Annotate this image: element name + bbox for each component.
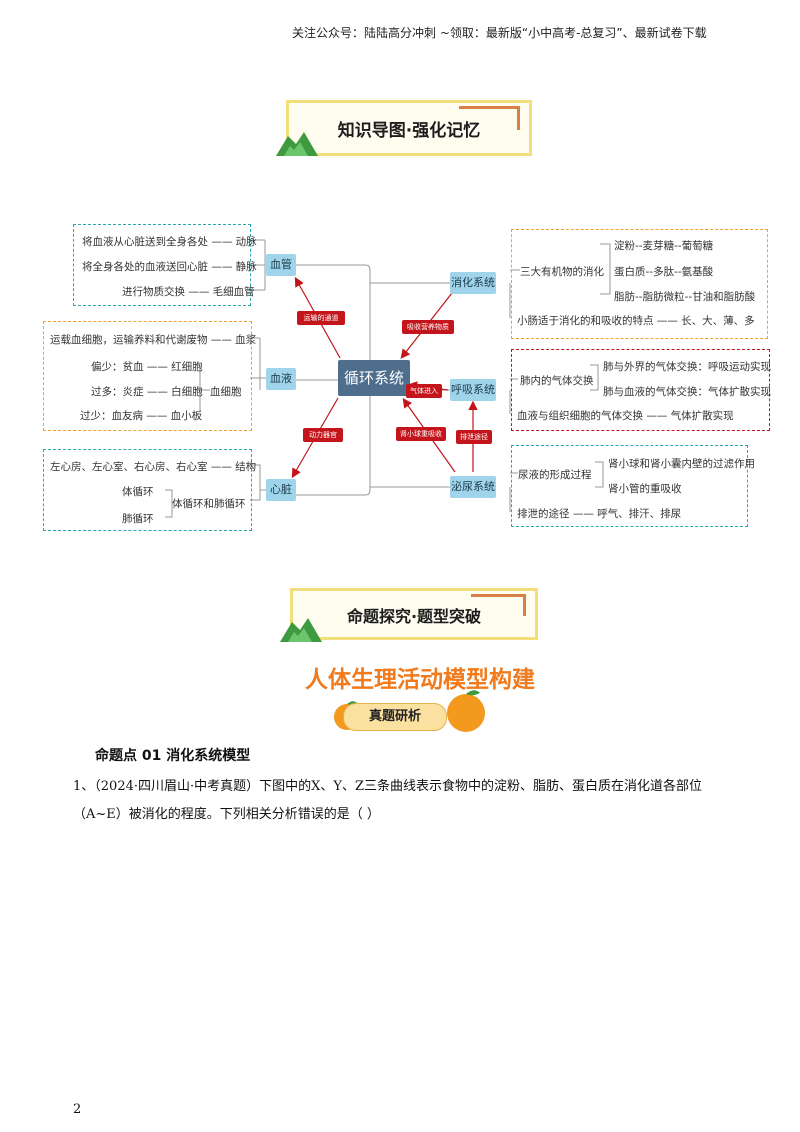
orange-icon [447, 690, 485, 732]
label-excrete-way: 排泄途径 [456, 430, 492, 444]
blood-line-3: 过多：炎症 —— 白细胞 [91, 386, 203, 398]
digest-intestine: 小肠适于消化的和吸收的特点 —— 长、大、薄、多 [517, 315, 755, 327]
page-header: 关注公众号：陆陆高分冲刺 ~领取：最新版“小中高考-总复习”、最新试卷下载 [292, 26, 707, 40]
resp-box [511, 349, 770, 431]
resp-ex2: 肺与血液的气体交换：气体扩散实现 [603, 386, 771, 398]
resp-lung: 肺内的气体交换 [520, 375, 594, 387]
resp-tissue: 血液与组织细胞的气体交换 —— 气体扩散实现 [517, 410, 734, 422]
banner-accent [517, 106, 520, 130]
banner-accent [459, 106, 519, 109]
node-urinary: 泌尿系统 [450, 476, 496, 498]
digest-protein: 蛋白质--多肽--氨基酸 [614, 266, 714, 278]
real-question-pill: 真题研析 [343, 703, 447, 731]
vessel-box [73, 224, 251, 306]
urin-box [511, 445, 748, 527]
topic-title: 人体生理活动模型构建 [305, 667, 535, 693]
hill-icon [280, 618, 322, 642]
node-respiratory: 呼吸系统 [450, 379, 496, 401]
digest-nutrients: 三大有机物的消化 [520, 266, 604, 278]
blood-box [43, 321, 252, 431]
blood-line-2: 偏少：贫血 —— 红细胞 [91, 361, 203, 373]
label-power: 动力器官 [303, 428, 343, 442]
question-text: 1、（2024·四川眉山·中考真题）下图中的X、Y、Z三条曲线表示食物中的淀粉、… [73, 779, 702, 822]
urin-excrete: 排泄的途径 —— 呼气、排汗、排尿 [517, 508, 682, 520]
section-title: 命题点 01 消化系统模型 [95, 748, 251, 764]
node-heart: 心脏 [266, 479, 296, 501]
banner-title: 知识导图·强化记忆 [337, 121, 481, 141]
vessel-line-2: 将全身各处的血液送回心脏 —— 静脉 [82, 261, 257, 273]
heart-box [43, 449, 252, 531]
digest-starch: 淀粉--麦芽糖--葡萄糖 [614, 240, 714, 252]
resp-ex1: 肺与外界的气体交换：呼吸运动实现 [603, 361, 771, 373]
node-blood: 血液 [266, 368, 296, 390]
label-gas-in: 气体进入 [406, 384, 442, 398]
banner-title: 命题探究·题型突破 [346, 607, 482, 626]
vessel-line-3: 进行物质交换 —— 毛细血管 [122, 286, 255, 298]
mindmap-lines [165, 239, 611, 518]
urin-f2: 肾小管的重吸收 [608, 483, 682, 495]
label-absorb: 吸收营养物质 [402, 320, 454, 334]
vessel-line-1: 将血液从心脏送到全身各处 —— 动脉 [82, 236, 257, 248]
blood-line-1: 运载血细胞，运输养料和代谢废物 —— 血浆 [50, 334, 257, 346]
heart-line-1: 左心房、左心室、右心房、右心室 —— 结构 [50, 461, 257, 473]
node-circulatory-system: 循环系统 [338, 360, 410, 396]
urin-f1: 肾小球和肾小囊内壁的过滤作用 [608, 458, 755, 470]
blood-line-4: 过少：血友病 —— 血小板 [80, 410, 203, 422]
heart-circ: 体循环和肺循环 [172, 498, 246, 510]
banner-topic-explore: 命题探究·题型突破 [290, 588, 538, 640]
label-filter: 肾小球重吸收 [396, 427, 446, 441]
banner-accent [471, 594, 525, 597]
banner-knowledge-map: 知识导图·强化记忆 [286, 100, 532, 156]
hill-icon [276, 132, 318, 156]
label-transport: 运输的通道 [297, 311, 345, 325]
page-number: 2 [73, 1102, 82, 1117]
urin-formation: 尿液的形成过程 [518, 469, 592, 481]
node-digestive: 消化系统 [450, 272, 496, 294]
heart-line-2: 体循环 [122, 486, 154, 498]
digest-box [511, 229, 768, 339]
blood-cells: 血细胞 [210, 386, 242, 398]
banner-accent [523, 594, 526, 616]
node-blood-vessel: 血管 [266, 254, 296, 276]
heart-line-3: 肺循环 [122, 513, 154, 525]
digest-fat: 脂肪--脂肪微粒--甘油和脂肪酸 [614, 291, 756, 303]
